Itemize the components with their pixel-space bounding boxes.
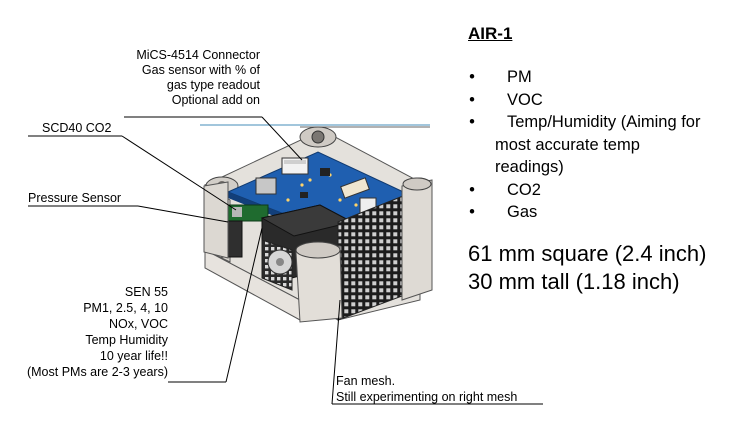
fan-callout: Fan mesh. Still experimenting on right m…	[336, 373, 517, 405]
pressure-callout: Pressure Sensor	[28, 191, 122, 205]
feature-item: •CO2	[465, 179, 740, 202]
sen55-line-5: 10 year life!!	[99, 349, 168, 363]
mics-line-2: Gas sensor with % of	[141, 63, 260, 77]
feature-item: •Gas	[465, 201, 740, 224]
sen55-line-2: PM1, 2.5, 4, 10	[83, 301, 168, 315]
feature-cont: readings)	[495, 158, 564, 176]
bullet-icon: •	[469, 180, 475, 199]
sen55-line-6: (Most PMs are 2-3 years)	[26, 365, 168, 379]
bullet-icon: •	[469, 203, 475, 221]
mics-line-4: Optional add on	[171, 93, 260, 107]
mics-line-3: gas type readout	[166, 78, 260, 92]
sen55-callout: SEN 55 PM1, 2.5, 4, 10 NOx, VOC Temp Hum…	[27, 284, 168, 380]
bullet-icon: •	[469, 90, 475, 109]
mics-line-1: MiCS-4514 Connector	[136, 48, 260, 62]
feature-item: •PM	[465, 66, 740, 89]
sen55-line-3: NOx, VOC	[108, 317, 168, 331]
size-square: 61 mm square (2.4 inch)	[468, 241, 707, 266]
scd40-callout: SCD40 CO2	[42, 121, 112, 135]
feature-cont: most accurate temp	[495, 135, 640, 154]
feature-item: •Temp/Humidity (Aiming for most accurate…	[465, 111, 740, 179]
feature-list: •PM •VOC •Temp/Humidity (Aiming for most…	[465, 66, 740, 224]
bullet-icon: •	[469, 113, 475, 131]
size-tall: 30 mm tall (1.18 inch)	[468, 269, 680, 294]
mics-callout: MiCS-4514 Connector Gas sensor with % of…	[136, 48, 260, 108]
sen55-line-4: Temp Humidity	[85, 333, 168, 347]
fan-line-1: Fan mesh.	[336, 374, 396, 388]
bullet-icon: •	[469, 68, 475, 86]
fan-line-2: Still experimenting on right mesh	[336, 390, 518, 404]
feature-item: •VOC	[465, 89, 740, 112]
spec-title: AIR-1	[468, 24, 513, 43]
sen55-line-1: SEN 55	[124, 285, 168, 299]
